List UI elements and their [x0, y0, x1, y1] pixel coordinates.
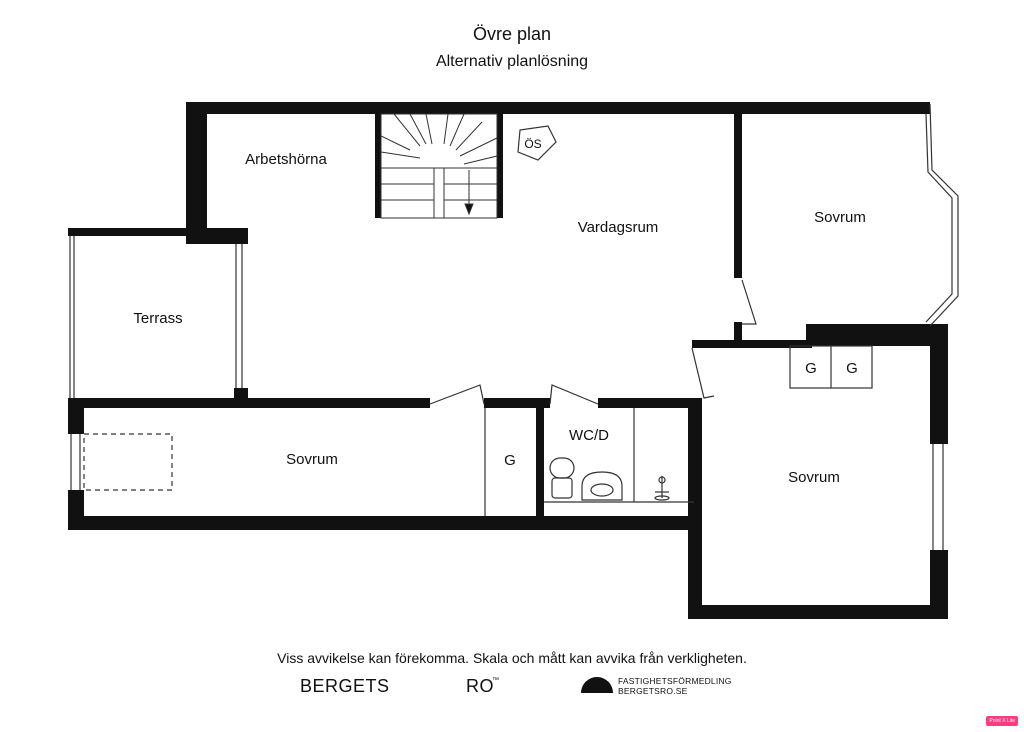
stair-outline [380, 113, 498, 219]
wall-divider-lower [734, 322, 742, 340]
closet-label-hall: G [504, 452, 516, 469]
door-sovrum-sw [429, 384, 485, 405]
stair-arrow-head [464, 203, 474, 216]
room-label-sovrum-sw: Sovrum [286, 451, 338, 468]
wall-sovrum-se-top [806, 324, 946, 346]
wall-stair-right [497, 112, 503, 218]
room-label-wc: WC/D [569, 427, 609, 444]
wall-bottom-sw [68, 516, 700, 530]
disclaimer-text: Viss avvikelse kan förekomma. Skala och … [277, 650, 747, 666]
floor-subtitle: Alternativ planlösning [435, 53, 589, 70]
floor-plan: Arbetshörna Vardagsrum Sovrum Terrass So… [68, 102, 959, 619]
brand-name-right: RO [466, 676, 494, 696]
wall-sovrum-se-bottom [688, 605, 948, 619]
room-label-terrass: Terrass [133, 310, 182, 327]
wall-sovrum-se-top-left [692, 340, 812, 348]
wall-right-lower-b [930, 550, 948, 618]
fixtures [549, 457, 670, 501]
door-wc [549, 384, 599, 405]
thin-lines [69, 103, 959, 550]
door-sovrum-se [691, 347, 715, 399]
room-label-arbetshorna: Arbetshörna [245, 151, 327, 168]
agency-url: BERGETSRO.SE [618, 686, 688, 696]
sink-icon [581, 471, 623, 501]
shower-icon [654, 476, 670, 501]
toilet-icon [549, 457, 575, 499]
agency-logo-icon [581, 677, 613, 693]
door-sovrum-ne [741, 279, 757, 325]
wall-divider-upper [734, 112, 742, 278]
walls [68, 102, 948, 619]
wall-sovrum-se-left [688, 398, 702, 618]
closet-label-se-left: G [805, 360, 817, 377]
wall-terrace-corner [186, 228, 248, 244]
staircase [380, 113, 498, 219]
closet-label-se-right: G [846, 360, 858, 377]
wall-wc-left [536, 400, 544, 520]
room-label-sovrum-se: Sovrum [788, 469, 840, 486]
watermark-badge: Point X Lite [986, 716, 1018, 726]
wall-top [186, 102, 930, 114]
wall-bedroom-sw-top-a [68, 398, 430, 408]
skylight-dashed [83, 433, 173, 491]
wall-left-upper [186, 102, 207, 230]
bay-window-outer [929, 103, 959, 327]
room-labels: Arbetshörna Vardagsrum Sovrum Terrass So… [133, 137, 865, 486]
room-label-vardagsrum: Vardagsrum [578, 219, 659, 236]
wall-bedroom-sw-top-c [598, 398, 696, 408]
trademark-mark: ™ [492, 677, 499, 684]
room-label-sovrum-ne: Sovrum [814, 209, 866, 226]
stove-symbol [517, 125, 557, 161]
wall-terrace-top [68, 228, 188, 236]
stove-label: ÖS [524, 137, 541, 151]
brand-name-left: BERGETS [300, 676, 390, 696]
wall-bedroom-sw-top-b [484, 398, 550, 408]
bay-window-inner [925, 113, 953, 323]
floor-title: Övre plan [472, 24, 552, 44]
wall-stair-left [375, 112, 381, 218]
doors [429, 279, 757, 405]
agency-name: FASTIGHETSFÖRMEDLING [618, 676, 732, 686]
wall-right-lower-a [930, 324, 948, 444]
